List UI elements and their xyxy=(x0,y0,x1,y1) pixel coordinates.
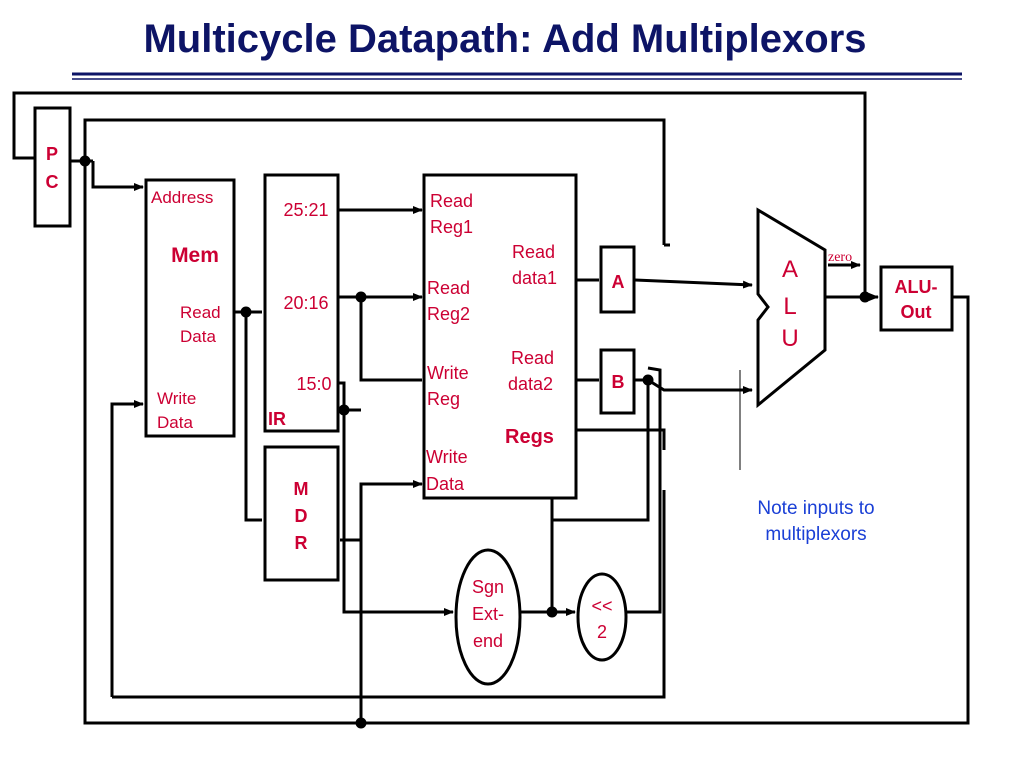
regs-read-reg2-1: Read xyxy=(427,278,470,298)
ir-name: IR xyxy=(268,409,286,429)
alu-letter-u: U xyxy=(781,325,798,352)
mdr-register: M D R xyxy=(263,445,340,582)
mdr-label-r: R xyxy=(295,533,308,553)
regs-write-reg-1: Write xyxy=(427,363,469,383)
mem-name: Mem xyxy=(171,244,219,267)
mem-address-label: Address xyxy=(151,188,213,207)
regs-read-reg2-2: Reg2 xyxy=(427,304,470,324)
alu-zero-label: zero xyxy=(828,250,852,265)
regs-read-data1-1: Read xyxy=(512,242,555,262)
shift-left-unit: << 2 xyxy=(576,572,628,662)
regs-read-reg1-1: Read xyxy=(430,191,473,211)
b-register-label: B xyxy=(612,372,625,392)
register-file: Read Reg1 Read Reg2 Write Reg Write Data… xyxy=(422,173,578,500)
regs-write-data-2: Data xyxy=(426,474,465,494)
mdr-label-m: M xyxy=(294,479,309,499)
instruction-register: 25:21 20:16 15:0 IR xyxy=(263,173,340,433)
alu: A L U zero xyxy=(756,207,852,409)
note-line-2: multiplexors xyxy=(765,524,866,545)
mdr-label-d: D xyxy=(295,506,308,526)
alu-letter-l: L xyxy=(783,293,796,320)
a-register: A xyxy=(599,245,636,314)
ir-field-25-21: 25:21 xyxy=(283,200,328,220)
mem-read-data-label-2: Data xyxy=(180,327,216,346)
pc-register: P C xyxy=(33,106,72,228)
regs-write-reg-2: Reg xyxy=(427,389,460,409)
regs-read-data1-2: data1 xyxy=(512,268,557,288)
aluout-label-1: ALU- xyxy=(895,277,938,297)
aluout-label-2: Out xyxy=(901,302,932,322)
sign-extend-label-2: Ext- xyxy=(472,604,504,624)
a-register-label: A xyxy=(612,272,625,292)
regs-name: Regs xyxy=(505,426,554,448)
pc-label-c: C xyxy=(46,172,59,192)
mem-write-data-label-1: Write xyxy=(157,389,196,408)
mem-read-data-label-1: Read xyxy=(180,303,221,322)
ir-field-15-0: 15:0 xyxy=(296,374,331,394)
mem-write-data-label-2: Data xyxy=(157,413,193,432)
sign-extend-label-3: end xyxy=(473,631,503,651)
shift-label-1: << xyxy=(591,596,612,616)
regs-read-data2-1: Read xyxy=(511,348,554,368)
slide-title: Multicycle Datapath: Add Multiplexors xyxy=(143,17,866,61)
wires xyxy=(12,91,970,725)
ir-field-20-16: 20:16 xyxy=(283,293,328,313)
alu-letter-a: A xyxy=(782,256,798,283)
aluout-register: ALU- Out xyxy=(879,265,954,332)
sign-extend-label-1: Sgn xyxy=(472,577,504,597)
regs-read-reg1-2: Reg1 xyxy=(430,217,473,237)
pc-label-p: P xyxy=(46,144,58,164)
regs-read-data2-2: data2 xyxy=(508,374,553,394)
regs-write-data-1: Write xyxy=(426,447,468,467)
sign-extend-unit: Sgn Ext- end xyxy=(454,548,522,686)
note-line-1: Note inputs to xyxy=(757,498,874,519)
junction-dots xyxy=(79,155,871,729)
shift-label-2: 2 xyxy=(597,622,607,642)
memory-block: Address Mem Read Data Write Data xyxy=(144,178,236,438)
b-register: B xyxy=(599,348,636,415)
note-text: Note inputs to multiplexors xyxy=(757,498,874,545)
